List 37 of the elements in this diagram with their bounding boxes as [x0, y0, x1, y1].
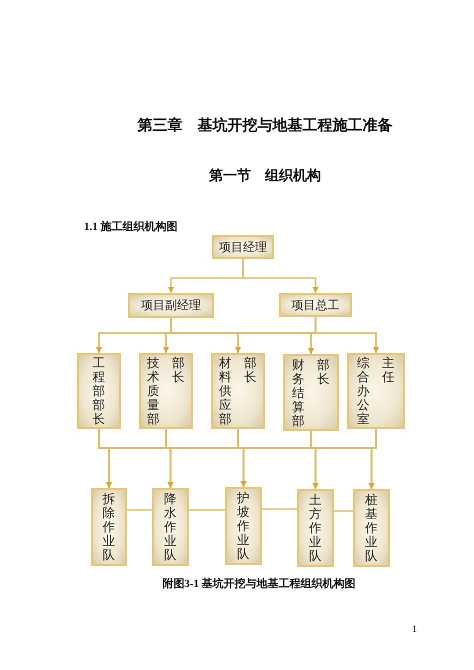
- box-label: 项目副经理: [141, 297, 201, 314]
- section-heading: 第一节 组织机构: [208, 167, 322, 185]
- arrow: [368, 429, 377, 489]
- box-label: 工程部部长: [92, 356, 106, 426]
- connector-line: [334, 510, 353, 512]
- box-label: 护坡作业队: [237, 491, 250, 561]
- box-label: 材料供应部部长: [219, 356, 257, 426]
- connector-line: [262, 508, 297, 510]
- manager-box: [128, 293, 214, 318]
- box-label: 综合办公室主任: [357, 356, 395, 426]
- manager-box: [279, 293, 352, 317]
- box-label: 财务结算部部长: [292, 358, 330, 428]
- team-box: [297, 489, 334, 567]
- box-label: 项目总工: [292, 296, 340, 314]
- box-label: 桩基作业队: [365, 493, 378, 563]
- chapter-title: 第三章 基坑开挖与地基工程施工准备: [136, 116, 394, 135]
- department-box: [283, 354, 339, 431]
- connector-line: [127, 509, 152, 511]
- box-label: 拆除作业队: [102, 492, 116, 562]
- figure-caption: 附图3-1 基坑开挖与地基工程组织机构图: [161, 576, 357, 591]
- department-box: [77, 353, 121, 429]
- connector-line: [189, 509, 225, 511]
- arrow: [242, 259, 318, 293]
- department-box: [139, 353, 193, 429]
- manager-box: [212, 235, 274, 259]
- box-label: 土方作业队: [309, 493, 322, 563]
- team-box: [91, 488, 127, 566]
- box-label: 技术质量部部长: [147, 356, 185, 426]
- box-label: 项目经理: [219, 238, 267, 256]
- team-box: [152, 488, 189, 566]
- page-number: 1: [412, 624, 417, 635]
- team-box: [225, 487, 262, 565]
- subsection-heading: 1.1 施工组织机构图: [84, 220, 178, 234]
- department-box: [347, 353, 405, 429]
- department-box: [211, 353, 265, 429]
- team-box: [353, 489, 390, 567]
- box-label: 降水作业队: [164, 492, 177, 562]
